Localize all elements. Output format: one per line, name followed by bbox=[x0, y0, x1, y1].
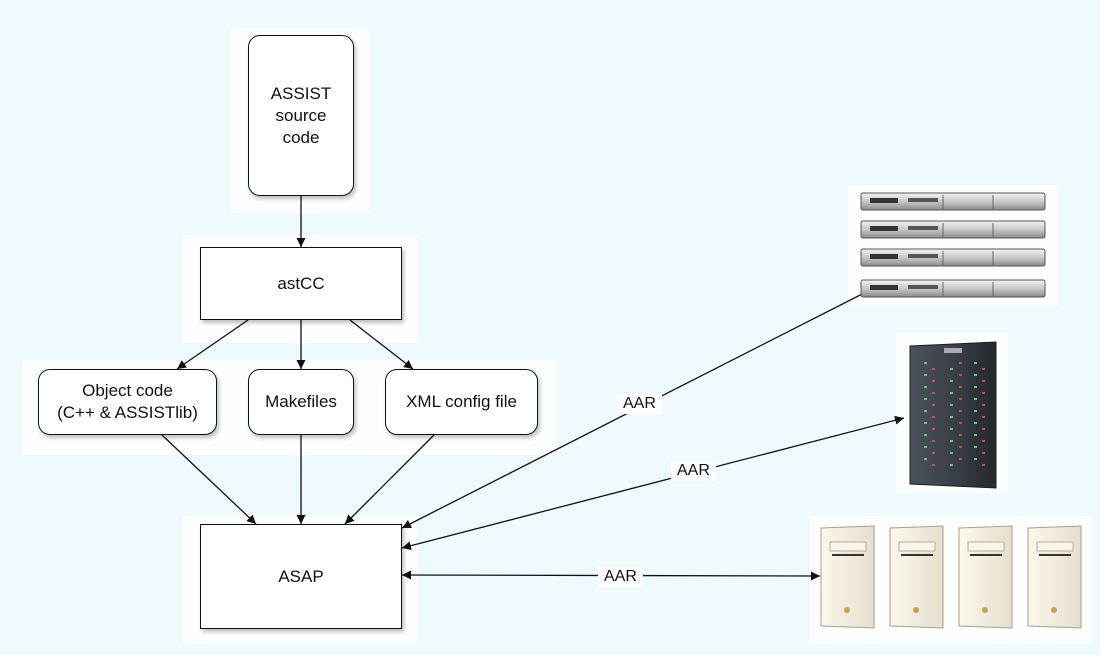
node-object-code: Object code (C++ & ASSISTlib) bbox=[38, 369, 217, 435]
rack-unit bbox=[860, 279, 1046, 298]
desktop-pc bbox=[958, 525, 1013, 629]
rack-unit bbox=[860, 220, 1046, 239]
node-xml-config-file: XML config file bbox=[385, 369, 538, 435]
rack-servers-icon bbox=[860, 192, 1046, 298]
node-astcc: astCC bbox=[200, 247, 402, 320]
desktop-pc bbox=[889, 525, 944, 629]
cluster-tower-icon bbox=[909, 341, 997, 489]
desktop-pc bbox=[1027, 525, 1082, 629]
rack-unit bbox=[860, 192, 1046, 211]
edge-astcc-xml bbox=[349, 319, 414, 370]
edge-label-aar-pcs: AAR bbox=[598, 567, 643, 587]
node-assist-source-code: ASSIST source code bbox=[248, 35, 354, 196]
edge-label-aar-rack: AAR bbox=[617, 394, 662, 414]
rack-unit bbox=[860, 248, 1046, 267]
node-makefiles: Makefiles bbox=[248, 369, 354, 435]
edge-astcc-object-code bbox=[176, 319, 249, 370]
desktop-pcs-icon bbox=[820, 525, 1082, 629]
edge-xml-asap bbox=[344, 434, 435, 525]
edge-label-aar-tower: AAR bbox=[671, 461, 716, 481]
node-asap: ASAP bbox=[200, 524, 402, 629]
edge-object-code-asap bbox=[161, 434, 257, 525]
desktop-pc bbox=[820, 525, 875, 629]
edge-asap-tower bbox=[401, 415, 905, 551]
